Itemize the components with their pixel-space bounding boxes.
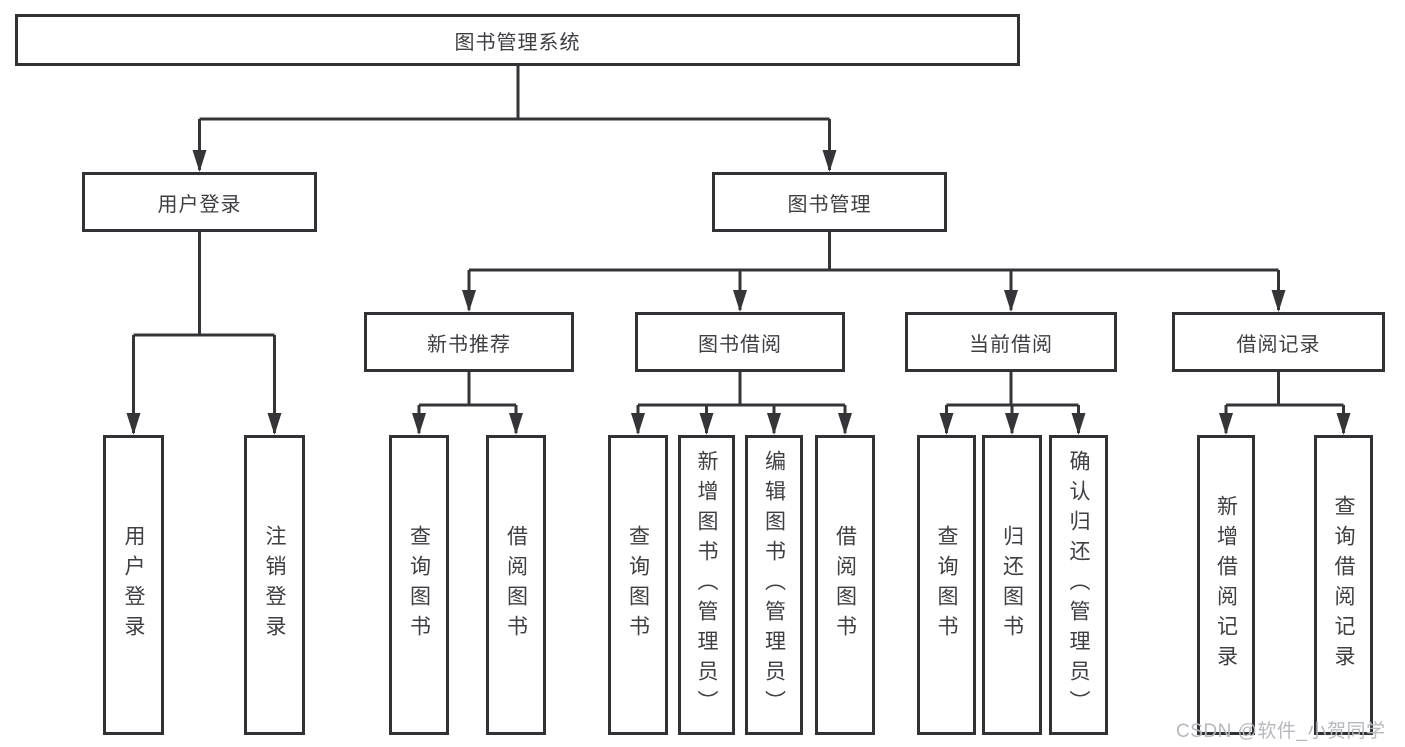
watermark-text: CSDN @软件_小贺同学 xyxy=(1176,721,1386,742)
leaf-borrow-books-recommend-label: 借阅图书 xyxy=(504,525,528,645)
leaf-borrow-books-recommend: 借阅图书 xyxy=(486,435,546,735)
leaf-user-login-label: 用户登录 xyxy=(122,525,145,645)
node-root-label: 图书管理系统 xyxy=(454,31,581,54)
connector-trunks xyxy=(133,66,1344,407)
connector-lines xyxy=(126,66,1351,435)
node-user-login-label: 用户登录 xyxy=(157,193,242,216)
node-book-management-label: 图书管理 xyxy=(787,193,872,216)
node-book-borrow-label: 图书借阅 xyxy=(698,333,782,356)
node-current-borrow: 当前借阅 xyxy=(905,312,1117,372)
leaf-add-book-admin: 新增图书（管理员） xyxy=(678,435,735,735)
node-current-borrow-label: 当前借阅 xyxy=(969,333,1053,356)
node-borrow-records: 借阅记录 xyxy=(1172,312,1385,372)
node-book-management: 图书管理 xyxy=(712,172,947,232)
leaf-query-books-recommend: 查询图书 xyxy=(389,435,449,735)
node-user-login: 用户登录 xyxy=(82,172,317,232)
leaf-query-books-current: 查询图书 xyxy=(917,435,976,735)
node-root-system: 图书管理系统 xyxy=(15,14,1020,66)
leaf-add-borrow-record-label: 新增借阅记录 xyxy=(1214,495,1238,675)
leaf-query-books-current-label: 查询图书 xyxy=(935,525,958,645)
node-new-book-recommend-label: 新书推荐 xyxy=(427,333,511,356)
leaf-user-login: 用户登录 xyxy=(103,435,164,735)
leaf-logout: 注销登录 xyxy=(244,435,305,735)
leaf-return-book-label: 归还图书 xyxy=(1000,525,1024,645)
leaf-borrow-books-borrow: 借阅图书 xyxy=(815,435,875,735)
leaf-confirm-return-admin: 确认归还（管理员） xyxy=(1049,435,1108,735)
leaf-confirm-return-admin-label: 确认归还（管理员） xyxy=(1067,450,1090,720)
leaf-return-book: 归还图书 xyxy=(982,435,1042,735)
leaf-add-borrow-record: 新增借阅记录 xyxy=(1197,435,1255,735)
leaf-query-borrow-record-label: 查询借阅记录 xyxy=(1332,495,1355,675)
leaf-edit-book-admin: 编辑图书（管理员） xyxy=(745,435,803,735)
node-borrow-records-label: 借阅记录 xyxy=(1236,333,1321,356)
leaf-query-books-borrow-label: 查询图书 xyxy=(626,525,650,645)
leaf-logout-label: 注销登录 xyxy=(263,525,286,645)
leaf-add-book-admin-label: 新增图书（管理员） xyxy=(695,450,718,720)
leaf-query-books-recommend-label: 查询图书 xyxy=(407,525,431,645)
node-book-borrow: 图书借阅 xyxy=(635,312,845,372)
leaf-query-borrow-record: 查询借阅记录 xyxy=(1314,435,1373,735)
node-new-book-recommend: 新书推荐 xyxy=(364,312,574,372)
leaf-borrow-books-borrow-label: 借阅图书 xyxy=(833,525,857,645)
leaf-edit-book-admin-label: 编辑图书（管理员） xyxy=(762,450,786,720)
leaf-query-books-borrow: 查询图书 xyxy=(608,435,668,735)
